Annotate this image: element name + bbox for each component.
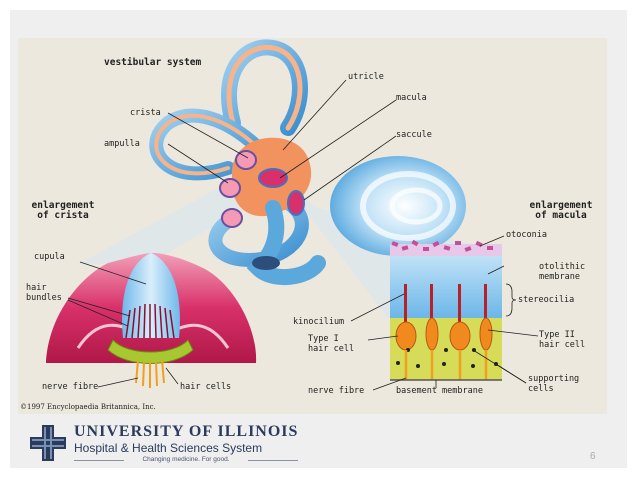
page-number: 6 [590, 451, 596, 462]
label-supporting-line1: supporting [528, 374, 580, 384]
label-hair-cells: hair cells [180, 382, 232, 392]
label-hair-bundles-line1: hair [26, 283, 47, 293]
label-enlargement-macula: enlargement of macula [518, 201, 604, 221]
crista-enlargement [46, 253, 257, 388]
label-enlargement-crista-line2: of crista [37, 210, 89, 221]
tagline-rule-left [74, 460, 124, 461]
label-nerve-fibre-crista: nerve fibre [42, 382, 99, 392]
label-kinocilium: kinocilium [293, 317, 345, 327]
copyright-notice: ©1997 Encyclopaedia Britannica, Inc. [20, 403, 156, 411]
label-type2-line2: hair cell [539, 340, 586, 350]
label-hair-bundles: hair bundles [26, 283, 62, 303]
label-stereocilia: stereocilia [518, 295, 575, 305]
university-name: UNIVERSITY OF ILLINOIS [74, 423, 299, 440]
vestibular-diagram: vestibular system utricle macula crista … [18, 38, 607, 414]
label-enlargement-macula-line1: enlargement [529, 200, 593, 211]
university-logo: UNIVERSITY OF ILLINOIS Hospital & Health… [30, 423, 298, 463]
label-nerve-fibre-macula: nerve fibre [308, 386, 365, 396]
vestibule [219, 137, 326, 286]
diagram-title: vestibular system [104, 57, 202, 68]
stereocilia-bracket [505, 283, 517, 317]
label-enlargement-crista: enlargement of crista [23, 201, 103, 221]
label-basement-membrane: basement membrane [396, 386, 483, 396]
label-enlargement-crista-line1: enlargement [31, 200, 95, 211]
label-enlargement-macula-line2: of macula [535, 210, 587, 221]
diagram-illustration [46, 39, 539, 391]
label-otolithic-line1: otolithic [539, 262, 586, 272]
label-supporting-cells: supporting cells [528, 374, 579, 394]
tagline: Changing medicine. For good. [142, 456, 230, 463]
label-crista: crista [130, 108, 161, 118]
label-utricle: utricle [348, 72, 384, 82]
label-ampulla: ampulla [104, 139, 140, 149]
hospital-cross-icon [30, 425, 66, 461]
label-macula: macula [396, 93, 427, 103]
label-otolithic-membrane: otolithic membrane [539, 262, 585, 282]
crista-projection [78, 180, 263, 264]
label-type1-line2: hair cell [308, 344, 355, 354]
cochlea [330, 156, 466, 256]
label-type2-hair-cell: Type II hair cell [539, 330, 585, 350]
tagline-rule-right [248, 460, 298, 461]
label-type1-line1: Type I [308, 334, 339, 344]
label-type1-hair-cell: Type I hair cell [308, 334, 354, 354]
leader-lines [67, 79, 539, 391]
label-supporting-line2: cells [528, 384, 554, 394]
label-hair-bundles-line2: bundles [26, 293, 62, 303]
macula-enlargement [390, 239, 502, 381]
label-saccule: saccule [396, 130, 432, 140]
label-type2-line1: Type II [539, 330, 575, 340]
hospital-name: Hospital & Health Sciences System [74, 441, 263, 455]
label-otolithic-line2: membrane [539, 272, 580, 282]
label-cupula: cupula [34, 252, 65, 262]
label-otoconia: otoconia [506, 230, 547, 240]
